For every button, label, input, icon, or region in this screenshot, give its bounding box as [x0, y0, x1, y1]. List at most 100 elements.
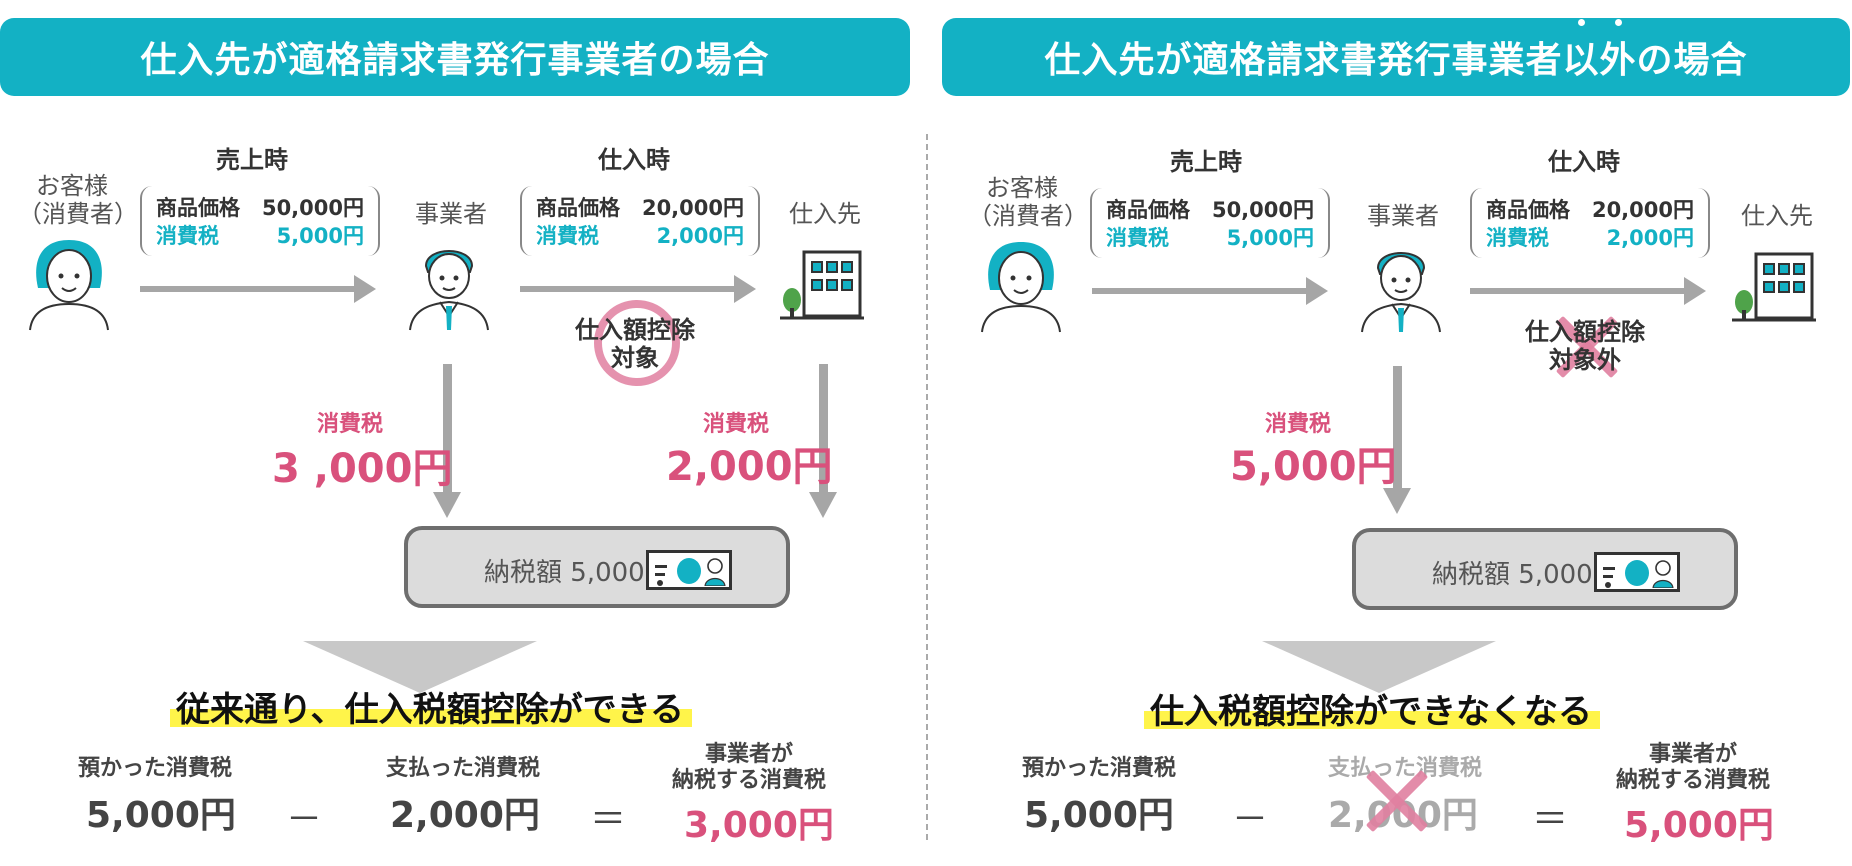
- id-card-icon: [646, 550, 732, 590]
- right-business-tax-arrow: [1383, 366, 1411, 514]
- left-purchase-price-val: 20,000円: [641, 196, 744, 220]
- left-purchase-time-label: 仕入時: [598, 146, 670, 174]
- left-owed-label-line2: 納税する消費税: [671, 768, 826, 793]
- business-person-icon: [409, 250, 489, 331]
- left-owed-label-line1: 事業者が: [704, 742, 793, 767]
- right-result-funnel: [1262, 641, 1496, 693]
- supplier-building-icon: [1732, 252, 1816, 322]
- left-customer-label-line2: （消費者）: [18, 200, 138, 228]
- right-purchase-arrow: [1470, 277, 1706, 305]
- left-sales-price-key: 商品価格: [156, 196, 240, 220]
- left-payment-text: 納税額 5,000円: [484, 558, 671, 588]
- right-customer-label: お客様 （消費者）: [968, 174, 1088, 230]
- right-sales-price-row: 商品価格 50,000円: [1106, 194, 1314, 222]
- right-header-tail: の場合: [1636, 40, 1748, 81]
- left-customer-label-line1: お客様: [36, 172, 108, 200]
- right-customer-label-line1: お客様: [986, 174, 1058, 202]
- left-paid-value: 2,000円: [390, 795, 540, 836]
- right-owed-value: 5,000円: [1624, 805, 1774, 846]
- right-equals: ＝: [1532, 799, 1569, 840]
- right-owed-label: 事業者が 納税する消費税: [1598, 742, 1788, 794]
- left-paid-label: 支払った消費税: [385, 756, 540, 781]
- customer-person-icon: [29, 240, 109, 331]
- left-purchase-tax-key: 消費税: [536, 224, 599, 248]
- right-sales-time-label: 売上時: [1170, 148, 1242, 176]
- left-sales-price-val: 50,000円: [261, 196, 364, 220]
- left-equals: ＝: [590, 799, 627, 840]
- right-sales-tax-key: 消費税: [1106, 226, 1169, 250]
- left-sales-arrow: [140, 275, 376, 303]
- right-purchase-price-key: 商品価格: [1486, 198, 1570, 222]
- left-tax-b-label: 消費税: [702, 412, 769, 437]
- right-supplier-label: 仕入先: [1741, 202, 1813, 230]
- left-sales-tax-row: 消費税 5,000円: [156, 220, 364, 248]
- right-purchase-tax-key: 消費税: [1486, 226, 1549, 250]
- left-tax-a-label: 消費税: [316, 412, 383, 437]
- left-supplier-tax-arrow: [809, 364, 837, 518]
- left-deduction-line1: 仕入額控除: [575, 316, 695, 344]
- right-deduction-line1: 仕入額控除: [1525, 318, 1645, 346]
- customer-person-icon: [981, 242, 1061, 333]
- left-sales-tax-val: 5,000円: [276, 224, 364, 248]
- left-minus: －: [286, 799, 323, 840]
- left-sales-price-row: 商品価格 50,000円: [156, 192, 364, 220]
- right-header-emph-2: 外: [1600, 19, 1637, 83]
- left-header-text: 仕入先が適格請求書発行事業者の場合: [140, 40, 770, 81]
- right-received-label: 預かった消費税: [1021, 756, 1176, 781]
- right-customer-label-line2: （消費者）: [968, 202, 1088, 230]
- right-payment-box: 納税額 5,000円: [1352, 528, 1738, 610]
- right-deduction-line2: 対象外: [1549, 346, 1621, 374]
- right-purchase-price-row: 商品価格 20,000円: [1486, 194, 1694, 222]
- left-panel: 仕入先が適格請求書発行事業者の場合 売上時 仕入時 お客様 （消費者） 事業者 …: [0, 0, 910, 866]
- right-business-label: 事業者: [1367, 202, 1439, 230]
- left-result-funnel: [303, 641, 537, 693]
- right-received-value: 5,000円: [1024, 795, 1174, 836]
- right-minus: －: [1232, 799, 1269, 840]
- left-deduction-label: 仕入額控除 対象: [560, 316, 710, 372]
- right-panel: 仕入先が適格請求書発行事業者以外の場合 売上時 仕入時 お客様 （消費者） 事業…: [942, 0, 1852, 866]
- right-tax-a-label: 消費税: [1264, 412, 1331, 437]
- left-header: 仕入先が適格請求書発行事業者の場合: [0, 18, 910, 96]
- left-received-label: 預かった消費税: [77, 756, 232, 781]
- left-tax-a-value: 3 ,000円: [272, 446, 453, 492]
- cross-mark-icon: [1362, 766, 1452, 856]
- left-business-tax-arrow: [433, 364, 461, 518]
- panel-divider: [926, 134, 928, 840]
- left-business-label: 事業者: [415, 200, 487, 228]
- left-payment-box: 納税額 5,000円: [404, 526, 790, 608]
- right-purchase-time-label: 仕入時: [1548, 148, 1620, 176]
- circle-mark-icon: [594, 300, 680, 386]
- right-sales-tax-row: 消費税 5,000円: [1106, 222, 1314, 250]
- left-purchase-box: 商品価格 20,000円 消費税 2,000円: [520, 186, 760, 256]
- supplier-building-icon: [780, 250, 864, 320]
- left-deduction-line2: 対象: [611, 344, 659, 372]
- right-owed-label-line1: 事業者が: [1648, 742, 1737, 767]
- right-purchase-box: 商品価格 20,000円 消費税 2,000円: [1470, 188, 1710, 258]
- business-person-icon: [1361, 252, 1441, 333]
- left-owed-value: 3,000円: [684, 805, 834, 846]
- left-sales-time-label: 売上時: [216, 146, 288, 174]
- left-supplier-label: 仕入先: [789, 200, 861, 228]
- right-sales-box: 商品価格 50,000円 消費税 5,000円: [1090, 188, 1330, 258]
- right-deduction-label: 仕入額控除 対象外: [1510, 318, 1660, 374]
- left-sales-tax-key: 消費税: [156, 224, 219, 248]
- right-header-emph-1: 以: [1562, 19, 1599, 83]
- right-payment-text: 納税額 5,000円: [1432, 560, 1619, 590]
- right-tax-a-value: 5,000円: [1230, 444, 1397, 490]
- right-sales-price-val: 50,000円: [1211, 198, 1314, 222]
- left-sales-box: 商品価格 50,000円 消費税 5,000円: [140, 186, 380, 256]
- id-card-icon: [1594, 552, 1680, 592]
- left-purchase-tax-val: 2,000円: [656, 224, 744, 248]
- left-purchase-arrow: [520, 275, 756, 303]
- left-purchase-tax-row: 消費税 2,000円: [536, 220, 744, 248]
- right-purchase-tax-row: 消費税 2,000円: [1486, 222, 1694, 250]
- right-result-text: 仕入税額控除ができなくなる: [1150, 692, 1592, 732]
- right-sales-arrow: [1092, 277, 1328, 305]
- left-owed-label: 事業者が 納税する消費税: [654, 742, 844, 794]
- left-result: 従来通り、仕入税額控除ができる: [170, 682, 692, 731]
- left-customer-label: お客様 （消費者）: [18, 172, 138, 228]
- left-purchase-price-row: 商品価格 20,000円: [536, 192, 744, 220]
- left-received-value: 5,000円: [86, 795, 236, 836]
- left-tax-b-value: 2,000円: [666, 444, 833, 490]
- left-result-text: 従来通り、仕入税額控除ができる: [176, 690, 684, 730]
